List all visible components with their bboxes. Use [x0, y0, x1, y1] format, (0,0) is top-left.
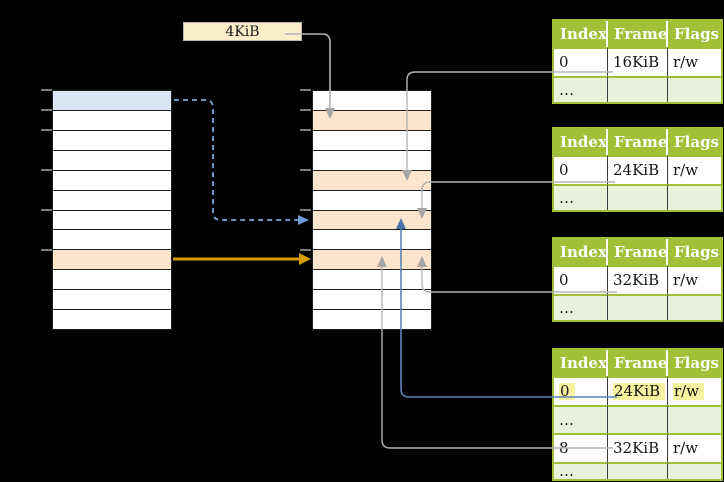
table-cell: 0: [554, 265, 608, 294]
table-cell: r/w: [668, 265, 721, 294]
column-header: Frame: [608, 129, 668, 155]
memory-row: [53, 91, 171, 111]
highlighted-value: r/w: [673, 383, 705, 400]
table-cell: [668, 294, 721, 320]
memory-row: [53, 250, 171, 271]
left-memory-block: [52, 90, 172, 330]
memory-row: [53, 190, 171, 211]
memory-row: [53, 130, 171, 151]
memory-row: [53, 170, 171, 191]
memory-row: [313, 150, 431, 171]
table-cell: 0: [554, 155, 608, 184]
column-header: Flags: [668, 350, 721, 376]
left-block-tick-marks: [41, 89, 52, 251]
memory-row: [313, 110, 431, 131]
highlighted-value: 24KiB: [613, 383, 666, 400]
table-cell: …: [554, 184, 608, 210]
table-cell: 32KiB: [608, 265, 668, 294]
memory-row: [313, 270, 431, 291]
column-header: Frame: [608, 239, 668, 265]
column-header: Index: [554, 129, 608, 155]
middle-block-tick-marks: [300, 89, 311, 251]
column-header: Frame: [608, 350, 668, 376]
memory-row: [313, 91, 431, 111]
column-header: Index: [554, 239, 608, 265]
table-cell: 0: [554, 376, 608, 405]
table-cell: 0: [554, 47, 608, 76]
table-cell: …: [554, 405, 608, 433]
table-cell: [668, 405, 721, 433]
page-size-text: 4KiB: [225, 23, 260, 40]
table-cell: r/w: [668, 376, 721, 405]
memory-row: [313, 130, 431, 151]
table-cell: 24KiB: [608, 155, 668, 184]
column-header: Flags: [668, 21, 721, 47]
table-cell: …: [554, 76, 608, 102]
memory-row: [53, 290, 171, 311]
table-cell: r/w: [668, 47, 721, 76]
memory-row: [53, 230, 171, 251]
table-cell: [668, 184, 721, 210]
table-cell: [608, 76, 668, 102]
highlighted-value: 0: [559, 383, 575, 400]
virtual-page-solid-connector-arrow: [173, 253, 311, 265]
table-cell: 32KiB: [608, 433, 668, 462]
memory-row: [313, 230, 431, 251]
page-size-label: 4KiB: [183, 22, 302, 41]
table-cell: [668, 76, 721, 102]
column-header: Flags: [668, 129, 721, 155]
memory-row: [313, 250, 431, 271]
table-cell: r/w: [668, 155, 721, 184]
table-cell: [608, 405, 668, 433]
table-cell: 24KiB: [608, 376, 668, 405]
memory-row: [53, 110, 171, 131]
virtual-page-dashed-connector-arrow: [174, 99, 309, 225]
memory-row: [53, 210, 171, 231]
table-cell: r/w: [668, 433, 721, 462]
memory-row: [53, 150, 171, 171]
table-cell: [608, 294, 668, 320]
memory-row: [313, 170, 431, 191]
memory-row: [313, 310, 431, 330]
middle-memory-block: [312, 90, 432, 330]
memory-row: [53, 270, 171, 291]
table-cell: …: [554, 462, 608, 479]
table-cell: 8: [554, 433, 608, 462]
table-cell: [608, 462, 668, 479]
memory-row: [313, 210, 431, 231]
table-cell: 16KiB: [608, 47, 668, 76]
table-cell: [608, 184, 668, 210]
column-header: Index: [554, 350, 608, 376]
memory-row: [313, 290, 431, 311]
column-header: Flags: [668, 239, 721, 265]
memory-row: [313, 190, 431, 211]
memory-row: [53, 310, 171, 330]
column-header: Frame: [608, 21, 668, 47]
table-cell: [668, 462, 721, 479]
column-header: Index: [554, 21, 608, 47]
table-cell: …: [554, 294, 608, 320]
